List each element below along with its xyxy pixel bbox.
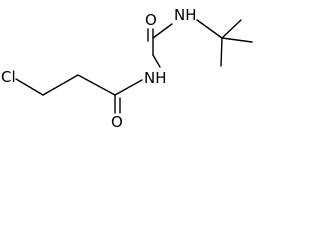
bond-c4-nh2	[152, 23, 173, 39]
bond-cq-me2	[221, 37, 253, 43]
bond-cq-me1	[221, 19, 242, 39]
atom-nh-imide: NH	[144, 69, 167, 87]
atom-oxygen-bottom: O	[111, 113, 123, 131]
atom-oxygen-top: O	[145, 11, 157, 29]
bond-c2-c3	[77, 74, 116, 96]
atom-labels: Cl O NH NH O	[1, 6, 197, 131]
chemical-structure: Cl O NH NH O	[1, 6, 253, 131]
atom-nh-tert-butyl: NH	[174, 6, 197, 24]
bond-nh2-cq	[196, 19, 223, 39]
bond-cq-me3	[220, 37, 223, 67]
bond-cl-c1	[15, 78, 44, 96]
atom-chlorine: Cl	[1, 68, 16, 86]
bond-c3-nh	[114, 79, 143, 96]
bond-nh-c4	[152, 54, 161, 68]
bonds	[15, 19, 253, 114]
bond-c1-c2	[42, 74, 79, 96]
